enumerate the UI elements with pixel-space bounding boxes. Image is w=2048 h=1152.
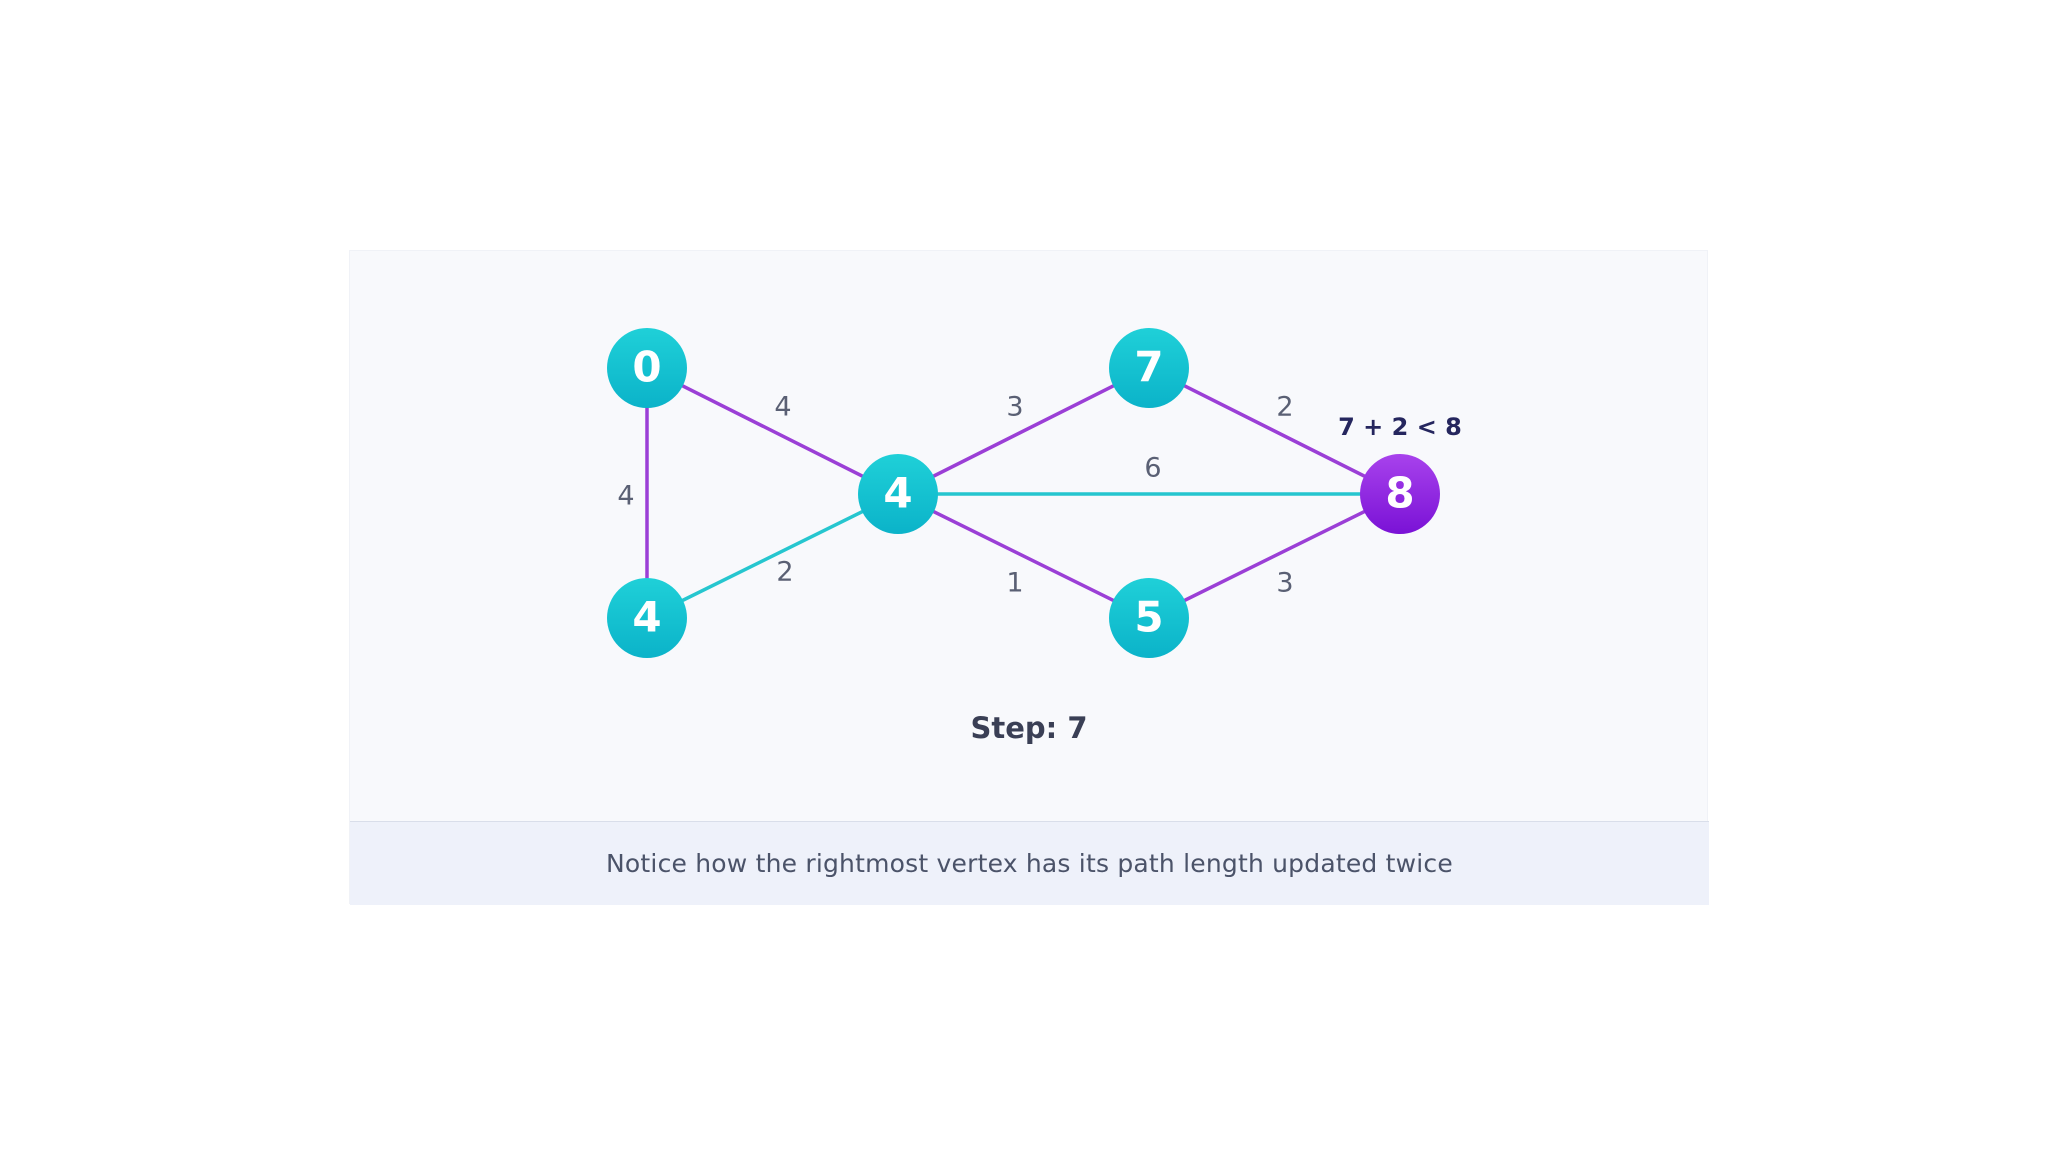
step-label: Step: 7 (970, 711, 1087, 745)
vertex-n2: 4 (858, 454, 938, 534)
distance-update-annotation: 7 + 2 < 8 (1338, 413, 1462, 441)
edges-layer (645, 366, 1402, 620)
vertex-n5: 8 (1360, 454, 1440, 534)
vertex-n0: 0 (607, 328, 687, 408)
edge-weight-label: 4 (617, 481, 634, 512)
edge-weight-label: 2 (776, 557, 793, 588)
vertex-circle (1109, 578, 1189, 658)
caption-bar: Notice how the rightmost vertex has its … (350, 821, 1709, 905)
edge-weight-label: 1 (1006, 568, 1023, 599)
vertex-distance-label: 7 (1134, 343, 1163, 392)
vertex-circle (607, 578, 687, 658)
vertex-circle (607, 328, 687, 408)
vertex-distance-label: 0 (632, 343, 661, 392)
edge-weight-label: 2 (1276, 392, 1293, 423)
caption-text: Notice how the rightmost vertex has its … (606, 849, 1453, 878)
vertices-layer: 0 4 4 7 5 8 (607, 328, 1440, 658)
edge-weight-label: 4 (774, 392, 791, 423)
edge-weight-label: 3 (1276, 568, 1293, 599)
vertex-n3: 7 (1109, 328, 1189, 408)
graph-diagram: 4 4 2 3 6 1 2 3 0 4 4 7 5 8 7 + 2 < 8 Step: 7 (607, 328, 1462, 745)
vertex-n4: 5 (1109, 578, 1189, 658)
edge-weight-label: 6 (1144, 453, 1161, 484)
edge-n2-n4 (896, 492, 1151, 620)
edge-n3-n5 (1147, 366, 1402, 496)
vertex-distance-label: 8 (1385, 469, 1414, 518)
edge-n2-n3 (896, 366, 1151, 496)
vertex-circle (858, 454, 938, 534)
vertex-circle (1109, 328, 1189, 408)
diagram-card: 4 4 2 3 6 1 2 3 0 4 4 7 5 8 7 + 2 < 8 Step: 7 Notice… (349, 250, 1709, 905)
vertex-distance-label: 4 (883, 469, 912, 518)
edge-n4-n5 (1147, 492, 1402, 620)
vertex-n1: 4 (607, 578, 687, 658)
edge-n1-n2 (645, 492, 900, 620)
edge-n0-n2 (645, 366, 900, 496)
vertex-distance-label: 5 (1134, 593, 1163, 642)
edge-weights-layer: 4 4 2 3 6 1 2 3 (617, 392, 1293, 599)
vertex-distance-label: 4 (632, 593, 661, 642)
edge-weight-label: 3 (1006, 392, 1023, 423)
vertex-circle (1360, 454, 1440, 534)
